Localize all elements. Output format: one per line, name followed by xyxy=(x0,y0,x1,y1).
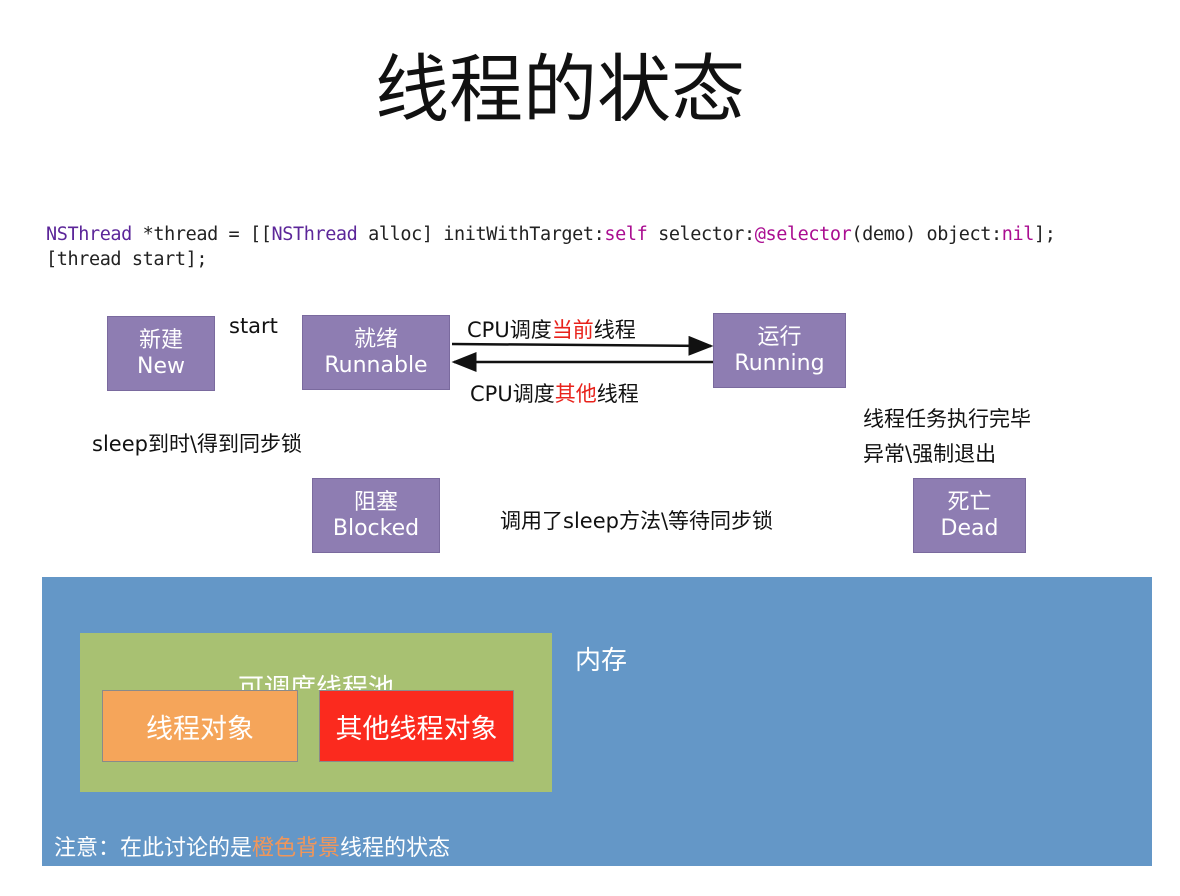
code-token: NSThread xyxy=(46,224,132,245)
page-title: 线程的状态 xyxy=(375,47,745,133)
code-token: alloc] initWithTarget: xyxy=(357,224,605,245)
state-en: Runnable xyxy=(324,352,428,378)
label-exception: 异常\强制退出 xyxy=(863,442,997,466)
code-snippet: NSThread *thread = [[NSThread alloc] ini… xyxy=(46,222,1056,272)
code-token: (demo) object: xyxy=(851,224,1002,245)
thread-object: 线程对象 xyxy=(102,690,298,762)
text: 线程的状态 xyxy=(340,836,451,861)
state-zh: 运行 xyxy=(757,324,802,350)
state-en: Blocked xyxy=(332,515,420,541)
state-en: Dead xyxy=(940,515,999,541)
code-line-1: NSThread *thread = [[NSThread alloc] ini… xyxy=(46,224,1056,245)
code-token: NSThread xyxy=(271,224,358,245)
thread-pool-label: 可调度线程池 xyxy=(237,674,394,690)
code-token: self xyxy=(604,224,648,245)
text: 注意：在此讨论的是 xyxy=(54,836,253,861)
text: 线程 xyxy=(596,382,639,406)
transition-arrows xyxy=(451,335,714,372)
text: CPU调度 xyxy=(470,382,555,406)
text: 线程 xyxy=(593,318,636,342)
memory-label: 内存 xyxy=(575,646,628,676)
state-zh: 阻塞 xyxy=(353,489,398,515)
label-block: 调用了sleep方法\等待同步锁 xyxy=(500,509,774,533)
other-thread-object: 其他线程对象 xyxy=(319,690,514,762)
label-schedule-current: CPU调度当前线程 xyxy=(467,314,636,344)
text-highlight: 当前 xyxy=(551,318,594,342)
text-highlight: 橙色背景 xyxy=(252,836,341,861)
arrow-to-running xyxy=(451,335,714,356)
label-finish: 线程任务执行完毕 xyxy=(863,407,1031,431)
code-line-2: [thread start]; xyxy=(46,249,208,270)
text-highlight: 其他 xyxy=(554,382,597,406)
label-start: start xyxy=(229,314,278,338)
note: 注意：在此讨论的是橙色背景线程的状态 xyxy=(54,830,450,862)
code-token: nil xyxy=(1001,224,1035,245)
state-en: Running xyxy=(734,350,825,376)
code-token: ]; xyxy=(1033,224,1056,245)
state-zh: 死亡 xyxy=(947,489,992,515)
code-token: *thread = [[ xyxy=(131,224,272,245)
label-schedule-other: CPU调度其他线程 xyxy=(470,378,639,408)
state-en: New xyxy=(137,353,185,379)
state-zh: 新建 xyxy=(138,327,183,353)
label-wake: sleep到时\得到同步锁 xyxy=(92,432,303,456)
text: CPU调度 xyxy=(467,318,552,342)
state-zh: 就绪 xyxy=(353,326,398,352)
code-token: @selector xyxy=(754,224,852,245)
code-token: selector: xyxy=(647,224,755,245)
